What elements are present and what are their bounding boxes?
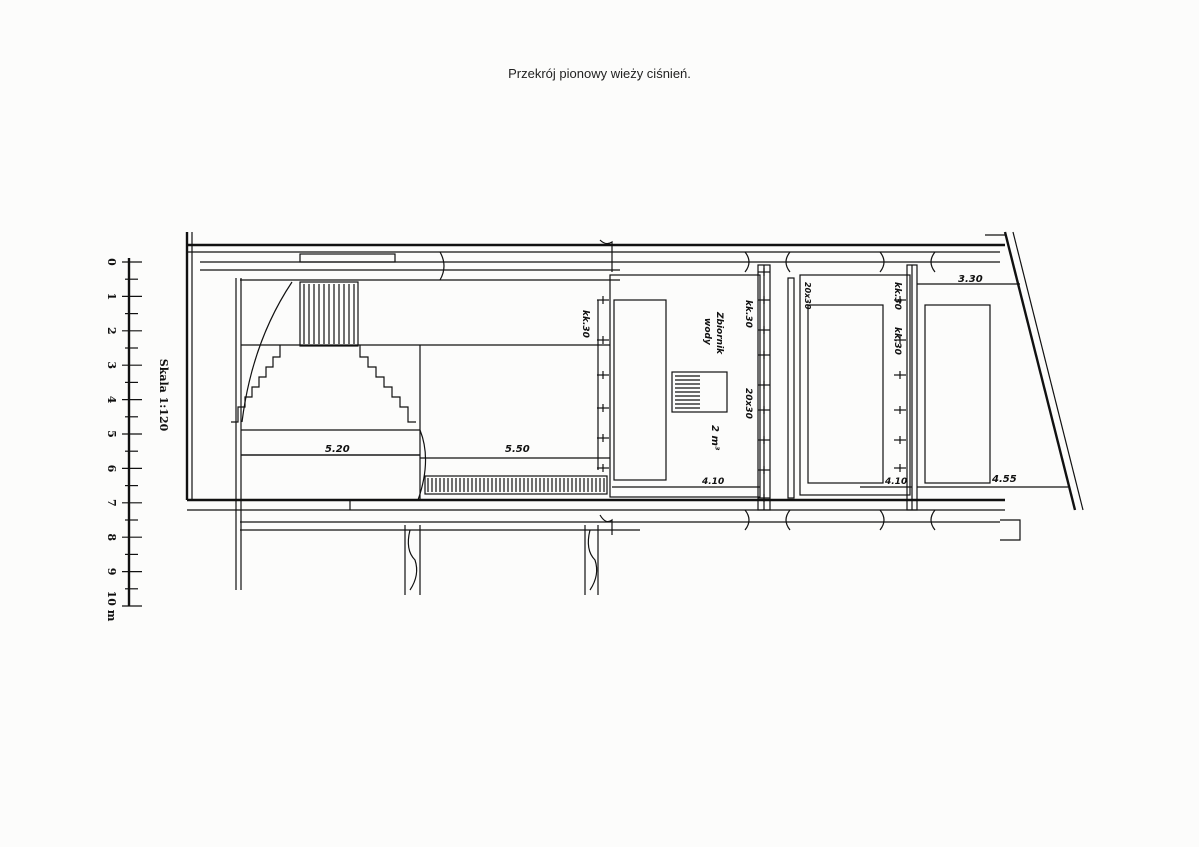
scale-bar: 0 1 2 3 4 5 6 7 8 9 10 m Skala 1:120	[105, 258, 170, 622]
right-room	[799, 264, 1068, 511]
dim-label-3: 4.10	[701, 477, 724, 487]
scale-tick-label: 2	[105, 327, 118, 335]
beam-label-3: kk.30	[892, 282, 902, 310]
scale-tick-label: 6	[105, 465, 118, 473]
scale-tick-label: 10 m	[105, 591, 118, 622]
scale-tick-label: 4	[105, 396, 118, 404]
water-tank	[671, 371, 728, 413]
scale-tick-label: 8	[105, 533, 118, 541]
scale-tick-label: 1	[105, 293, 118, 301]
scale-tick-label: 0	[105, 258, 118, 266]
middle-column	[757, 264, 795, 511]
tank-label-2: wody	[702, 318, 712, 346]
staircase	[231, 281, 610, 595]
scale-tick-label: 3	[105, 361, 118, 369]
tank-volume: 2 m³	[709, 425, 720, 451]
dim-label-1: 5.20	[325, 444, 350, 455]
annotations: 5.20 5.50 4.10 4.10 4.55 3.30 kk.30 kk.3…	[325, 274, 1017, 487]
dim-label-4: 4.10	[884, 477, 907, 487]
beam-label-4: kk.30	[892, 327, 902, 355]
beam-label-1: kk.30	[580, 310, 590, 338]
scale-tick-label: 5	[105, 430, 118, 438]
tank-label-1: Zbiornik	[714, 311, 724, 355]
scale-tick-label: 9	[105, 568, 118, 576]
dim-label-6: 3.30	[958, 274, 983, 285]
beam-label-2: kk.30	[743, 300, 753, 328]
dim-label-5: 4.55	[991, 474, 1017, 485]
dimension-lines	[241, 454, 912, 488]
building-outline	[185, 231, 1084, 590]
scale-label: Skala 1:120	[157, 359, 170, 432]
drawing-caption: Przekrój pionowy wieży ciśnień.	[508, 66, 691, 81]
scale-tick-label: 7	[105, 499, 118, 507]
post-label-1: 20x30	[803, 282, 812, 310]
post-label-2: 20x30	[743, 388, 753, 419]
tank-room	[597, 274, 761, 498]
dim-label-2: 5.50	[505, 444, 530, 455]
